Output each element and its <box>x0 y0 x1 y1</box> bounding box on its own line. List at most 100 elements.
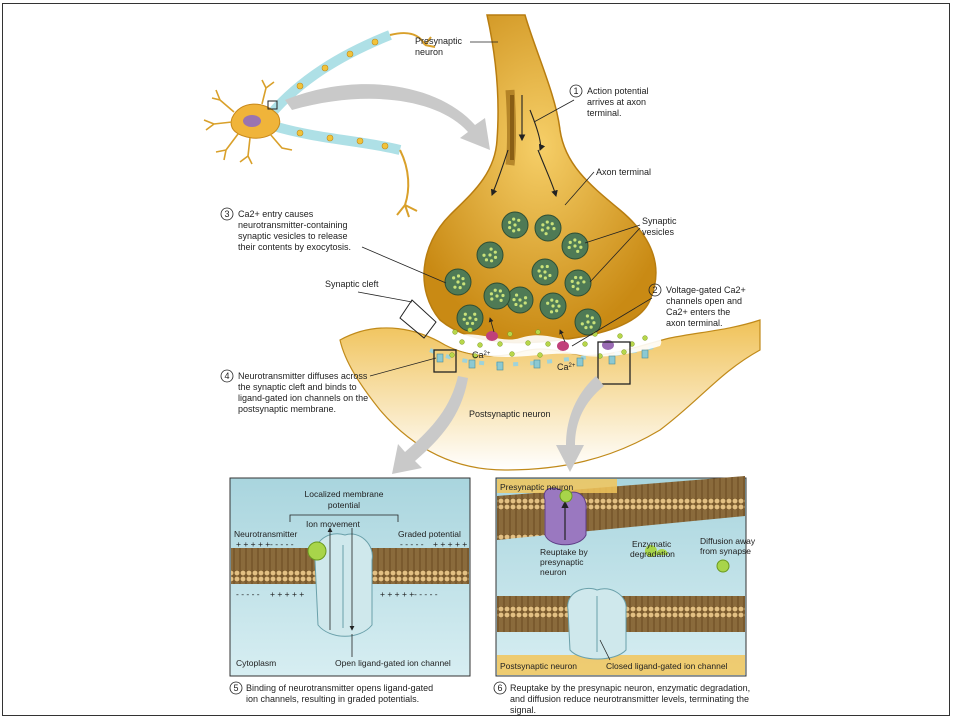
svg-text:and diffusion reduce neurotran: and diffusion reduce neurotransmitter le… <box>510 694 749 704</box>
svg-text:1: 1 <box>573 86 578 96</box>
synaptic-vesicle <box>502 212 528 238</box>
svg-text:- - - - -: - - - - - <box>270 539 294 549</box>
synaptic-vesicle <box>540 293 566 319</box>
svg-text:Synaptic cleft: Synaptic cleft <box>325 279 379 289</box>
receptor-channel <box>577 358 583 366</box>
svg-text:Postsynaptic neuron: Postsynaptic neuron <box>500 661 577 671</box>
svg-text:- - - - -: - - - - - <box>236 589 260 599</box>
svg-text:synaptic vesicles to release: synaptic vesicles to release <box>238 231 348 241</box>
svg-text:neurotransmitter-containing: neurotransmitter-containing <box>238 220 348 230</box>
svg-text:+ + + + +: + + + + + <box>433 539 467 549</box>
svg-text:vesicles: vesicles <box>642 227 675 237</box>
synaptic-vesicle <box>507 287 533 313</box>
svg-text:Action potential: Action potential <box>587 86 649 96</box>
svg-text:ion channels, resulting in gra: ion channels, resulting in graded potent… <box>246 694 419 704</box>
svg-text:neuron: neuron <box>540 567 567 577</box>
svg-text:terminal.: terminal. <box>587 108 622 118</box>
neurotransmitter-dot <box>460 340 465 345</box>
neurotransmitter-dot <box>510 352 515 357</box>
svg-text:3: 3 <box>224 209 229 219</box>
svg-text:neuron: neuron <box>415 47 443 57</box>
svg-text:Ca2+ entry causes: Ca2+ entry causes <box>238 209 314 219</box>
svg-text:Enzymatic: Enzymatic <box>632 539 672 549</box>
receptor-channel <box>469 360 475 368</box>
receptor-channel <box>642 350 648 358</box>
svg-text:2: 2 <box>652 285 657 295</box>
label-synaptic-cleft: Synaptic cleft <box>325 279 379 289</box>
neurotransmitter-dot <box>583 342 588 347</box>
synaptic-vesicle <box>484 283 510 309</box>
synaptic-vesicle <box>565 270 591 296</box>
svg-text:Cytoplasm: Cytoplasm <box>236 658 276 668</box>
neurotransmitter-dot <box>622 350 627 355</box>
synaptic-vesicle <box>445 269 471 295</box>
svg-text:+ + + + +: + + + + + <box>380 589 414 599</box>
neurotransmitter-dot <box>546 342 551 347</box>
svg-text:- - - - -: - - - - - <box>414 589 438 599</box>
step-5: 5 Binding of neurotransmitter opens liga… <box>230 682 433 704</box>
synaptic-vesicle <box>535 215 561 241</box>
neurotransmitter-dot <box>618 334 623 339</box>
svg-text:axon terminal.: axon terminal. <box>666 318 723 328</box>
neurotransmitter-dot <box>453 330 458 335</box>
label-presynaptic-neuron: Presynaptic neuron <box>415 36 498 57</box>
svg-text:presynaptic: presynaptic <box>540 557 584 567</box>
svg-text:Localized membrane: Localized membrane <box>305 489 384 499</box>
receptor-channel <box>534 360 540 368</box>
svg-text:Neurotransmitter: Neurotransmitter <box>234 529 297 539</box>
svg-text:Ion movement: Ion movement <box>306 519 360 529</box>
svg-text:Voltage-gated Ca2+: Voltage-gated Ca2+ <box>666 285 746 295</box>
step-3: 3 Ca2+ entry causes neurotransmitter-con… <box>221 208 446 283</box>
svg-text:- - - - -: - - - - - <box>400 539 424 549</box>
neurotransmitter-dot <box>450 353 455 358</box>
svg-text:+ + + + +: + + + + + <box>270 589 304 599</box>
svg-text:Synaptic: Synaptic <box>642 216 677 226</box>
svg-text:Reuptake by: Reuptake by <box>540 547 588 557</box>
svg-text:from synapse: from synapse <box>700 546 751 556</box>
synaptic-vesicle <box>457 305 483 331</box>
svg-text:4: 4 <box>224 371 229 381</box>
svg-text:Ca2+ enters the: Ca2+ enters the <box>666 307 730 317</box>
svg-text:Closed ligand-gated ion channe: Closed ligand-gated ion channel <box>606 661 728 671</box>
svg-text:Binding of neurotransmitter op: Binding of neurotransmitter opens ligand… <box>246 683 433 693</box>
receptor-channel <box>497 362 503 370</box>
neurotransmitter-dot <box>478 343 483 348</box>
svg-text:postsynaptic membrane.: postsynaptic membrane. <box>238 404 336 414</box>
svg-text:channels open and: channels open and <box>666 296 742 306</box>
step-6: 6 Reuptake by the presynapic neuron, enz… <box>494 682 750 715</box>
svg-text:the synaptic cleft and binds t: the synaptic cleft and binds to <box>238 382 357 392</box>
synaptic-vesicle <box>532 259 558 285</box>
neurotransmitter-dot <box>536 330 541 335</box>
label-postsynaptic-neuron: Postsynaptic neuron <box>469 409 551 419</box>
neurotransmitter-dot <box>468 328 473 333</box>
svg-text:+ + + + +: + + + + + <box>236 539 270 549</box>
receptor-channel <box>437 354 443 362</box>
svg-text:5: 5 <box>233 683 238 693</box>
svg-text:ligand-gated ion channels on t: ligand-gated ion channels on the <box>238 393 368 403</box>
svg-text:their contents by exocytosis.: their contents by exocytosis. <box>238 242 351 252</box>
synaptic-vesicle <box>477 242 503 268</box>
svg-text:Axon terminal: Axon terminal <box>596 167 651 177</box>
neurotransmitter-dot <box>643 336 648 341</box>
svg-text:Diffusion away: Diffusion away <box>700 536 756 546</box>
svg-text:Open ligand-gated ion channel: Open ligand-gated ion channel <box>335 658 451 668</box>
svg-text:arrives at axon: arrives at axon <box>587 97 646 107</box>
neuron-overview <box>204 33 435 217</box>
svg-text:Presynaptic neuron: Presynaptic neuron <box>500 482 574 492</box>
svg-text:Reuptake by the presynapic neu: Reuptake by the presynapic neuron, enzym… <box>510 683 750 693</box>
svg-text:Graded potential: Graded potential <box>398 529 461 539</box>
svg-text:signal.: signal. <box>510 705 536 715</box>
svg-text:Presynaptic: Presynaptic <box>415 36 463 46</box>
synaptic-vesicle <box>562 233 588 259</box>
neurotransmitter-dot <box>526 341 531 346</box>
inset-right: Presynaptic neuron Reuptake by presynapt… <box>496 476 756 676</box>
neurotransmitter-dot <box>538 353 543 358</box>
neurotransmitter-dot <box>508 332 513 337</box>
inset-left: Localized membrane potential Ion movemen… <box>230 478 470 676</box>
svg-text:6: 6 <box>497 683 502 693</box>
svg-text:degradation: degradation <box>630 549 675 559</box>
neurotransmitter-dot <box>498 342 503 347</box>
svg-text:Neurotransmitter diffuses acro: Neurotransmitter diffuses across <box>238 371 368 381</box>
receptor-channel <box>609 356 615 364</box>
